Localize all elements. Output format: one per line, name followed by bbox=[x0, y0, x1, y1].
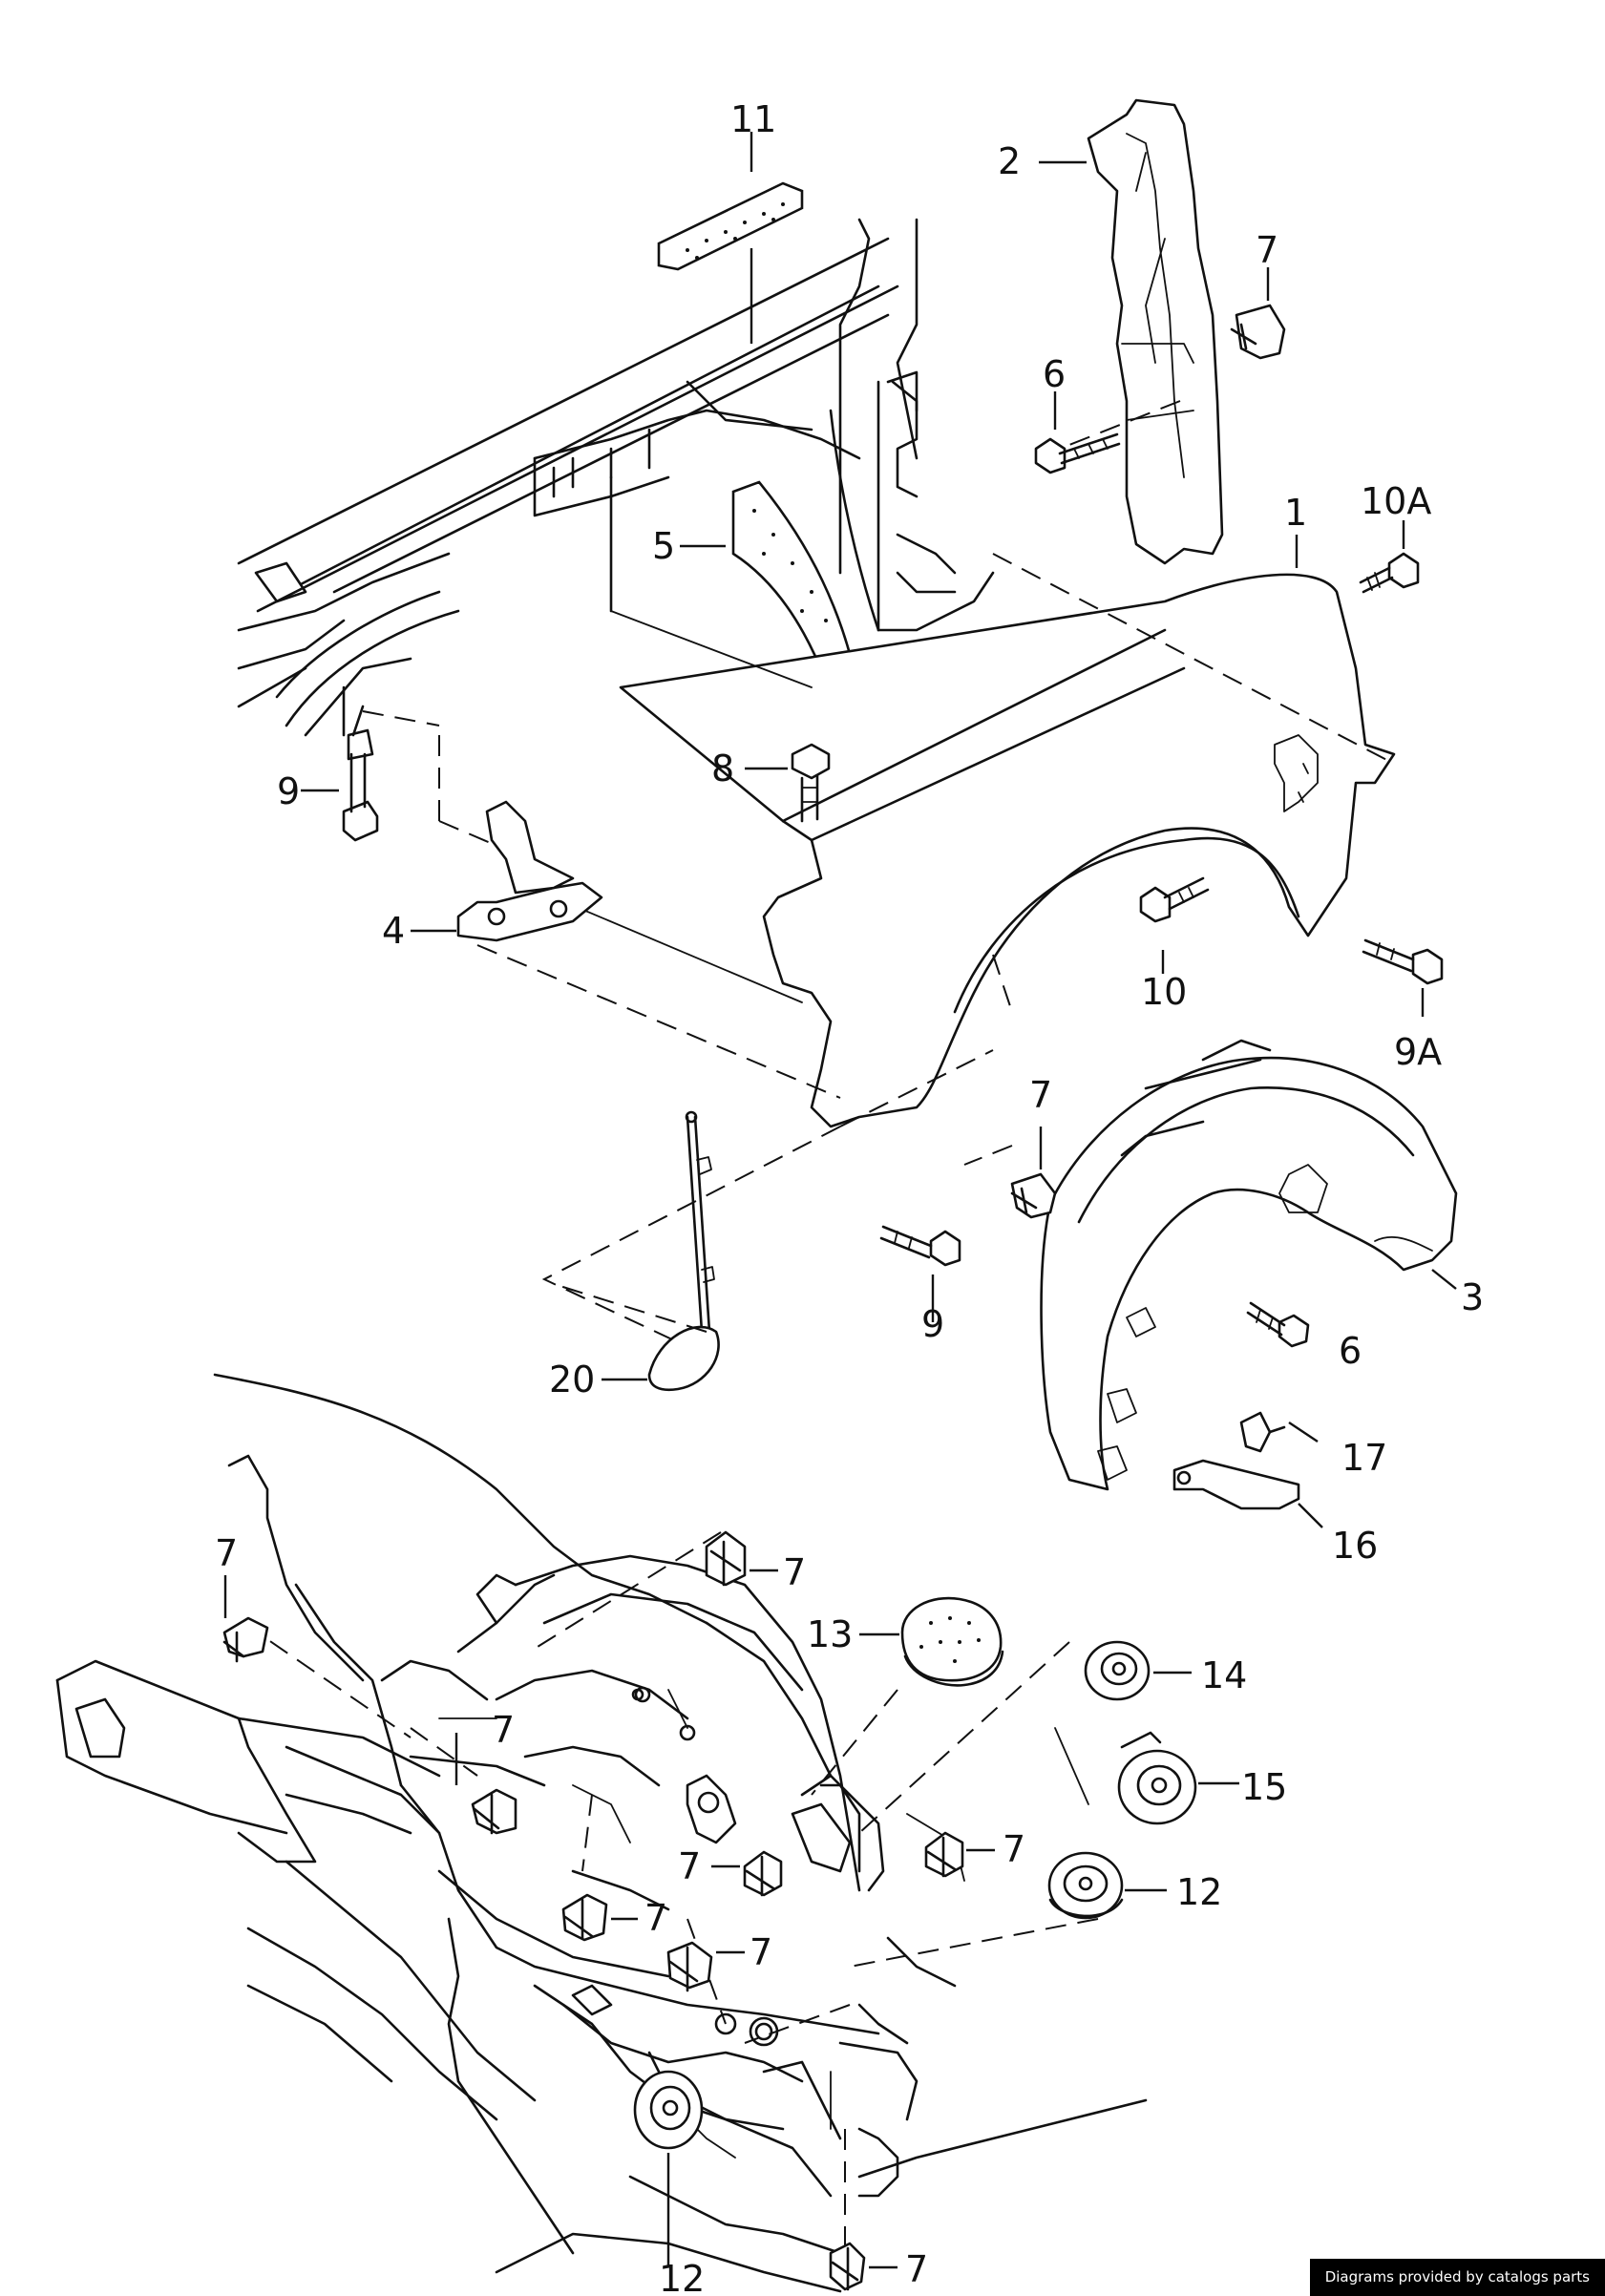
callout-10a: 10A bbox=[1361, 480, 1431, 522]
clip-7-bottom bbox=[829, 2242, 898, 2291]
part-2-panel bbox=[1039, 98, 1224, 565]
part-12-grommet-bottom bbox=[633, 2070, 704, 2267]
clip-7-center-right bbox=[924, 1831, 995, 1878]
clip-7-lower-top bbox=[705, 1530, 778, 1587]
clip-7-lower-center bbox=[561, 1893, 638, 1942]
callout-11: 11 bbox=[730, 98, 776, 140]
callout-labels: 11 2 7 6 1 10A 5 9 8 4 10 9A 7 9 3 6 20 … bbox=[215, 98, 1484, 2296]
part-1-fender bbox=[619, 535, 1396, 1128]
callout-7: 7 bbox=[905, 2248, 928, 2290]
part-15-grommet bbox=[1117, 1731, 1239, 1825]
callout-10: 10 bbox=[1141, 971, 1187, 1013]
clip-7-mid bbox=[1010, 1127, 1057, 1219]
callout-14: 14 bbox=[1201, 1654, 1247, 1696]
callout-7: 7 bbox=[1256, 229, 1278, 271]
callout-7: 7 bbox=[678, 1845, 701, 1887]
callout-9a: 9A bbox=[1394, 1031, 1442, 1073]
clip-7-low bbox=[666, 1941, 745, 1992]
part-16-bracket bbox=[1172, 1459, 1323, 1528]
part-12-grommet-right bbox=[1047, 1851, 1167, 1920]
clip-7-lower-mid-left bbox=[454, 1733, 517, 1835]
callout-16: 16 bbox=[1332, 1525, 1378, 1567]
callout-7: 7 bbox=[492, 1709, 515, 1751]
part-20-rod bbox=[553, 1110, 720, 1392]
part-13-plug bbox=[859, 1596, 1004, 1687]
callout-7: 7 bbox=[750, 1931, 772, 1973]
callout-7: 7 bbox=[783, 1551, 806, 1593]
callout-17: 17 bbox=[1341, 1437, 1387, 1479]
clip-7-center bbox=[711, 1850, 783, 1897]
callout-12: 12 bbox=[1176, 1871, 1222, 1913]
callout-9: 9 bbox=[277, 770, 300, 812]
part-11-foam-strip bbox=[657, 132, 804, 344]
callout-9: 9 bbox=[921, 1303, 944, 1345]
assembly-lines-upper bbox=[362, 400, 1395, 1357]
bolt-6-upper bbox=[1034, 391, 1121, 474]
callout-7: 7 bbox=[1029, 1074, 1052, 1116]
clip-7-top-right bbox=[1230, 267, 1286, 360]
callout-12: 12 bbox=[659, 2258, 705, 2296]
callout-15: 15 bbox=[1241, 1766, 1287, 1808]
body-structure-lower bbox=[55, 1373, 1148, 2293]
catalog-credit: Diagrams provided by catalogs parts bbox=[1309, 2259, 1605, 2296]
callout-5: 5 bbox=[652, 525, 675, 567]
callout-3: 3 bbox=[1461, 1276, 1484, 1318]
clip-7-lower-left bbox=[222, 1575, 269, 1663]
callout-6: 6 bbox=[1339, 1330, 1362, 1372]
callout-4: 4 bbox=[382, 910, 405, 952]
body-structure-upper bbox=[237, 218, 995, 737]
callout-20: 20 bbox=[549, 1359, 595, 1401]
callout-1: 1 bbox=[1284, 492, 1307, 534]
callout-13: 13 bbox=[807, 1613, 853, 1655]
part-14-grommet bbox=[1084, 1640, 1192, 1701]
part-4-bracket bbox=[411, 800, 603, 942]
bolt-9a bbox=[1362, 938, 1444, 1017]
bolt-9-left bbox=[301, 728, 379, 842]
callout-7: 7 bbox=[644, 1897, 667, 1939]
callout-8: 8 bbox=[711, 748, 734, 790]
callout-6: 6 bbox=[1043, 353, 1066, 395]
bolt-6-lower bbox=[1246, 1301, 1310, 1348]
part-17-clip bbox=[1239, 1411, 1319, 1453]
bolt-10a bbox=[1359, 520, 1420, 594]
bolt-10 bbox=[1139, 876, 1210, 974]
callout-2: 2 bbox=[998, 140, 1021, 182]
callout-7: 7 bbox=[1003, 1828, 1025, 1870]
bolt-9-mid bbox=[879, 1225, 961, 1322]
part-3-wheelarch-liner bbox=[1040, 1039, 1458, 1491]
callout-7: 7 bbox=[215, 1532, 238, 1574]
bolt-8 bbox=[745, 743, 831, 823]
